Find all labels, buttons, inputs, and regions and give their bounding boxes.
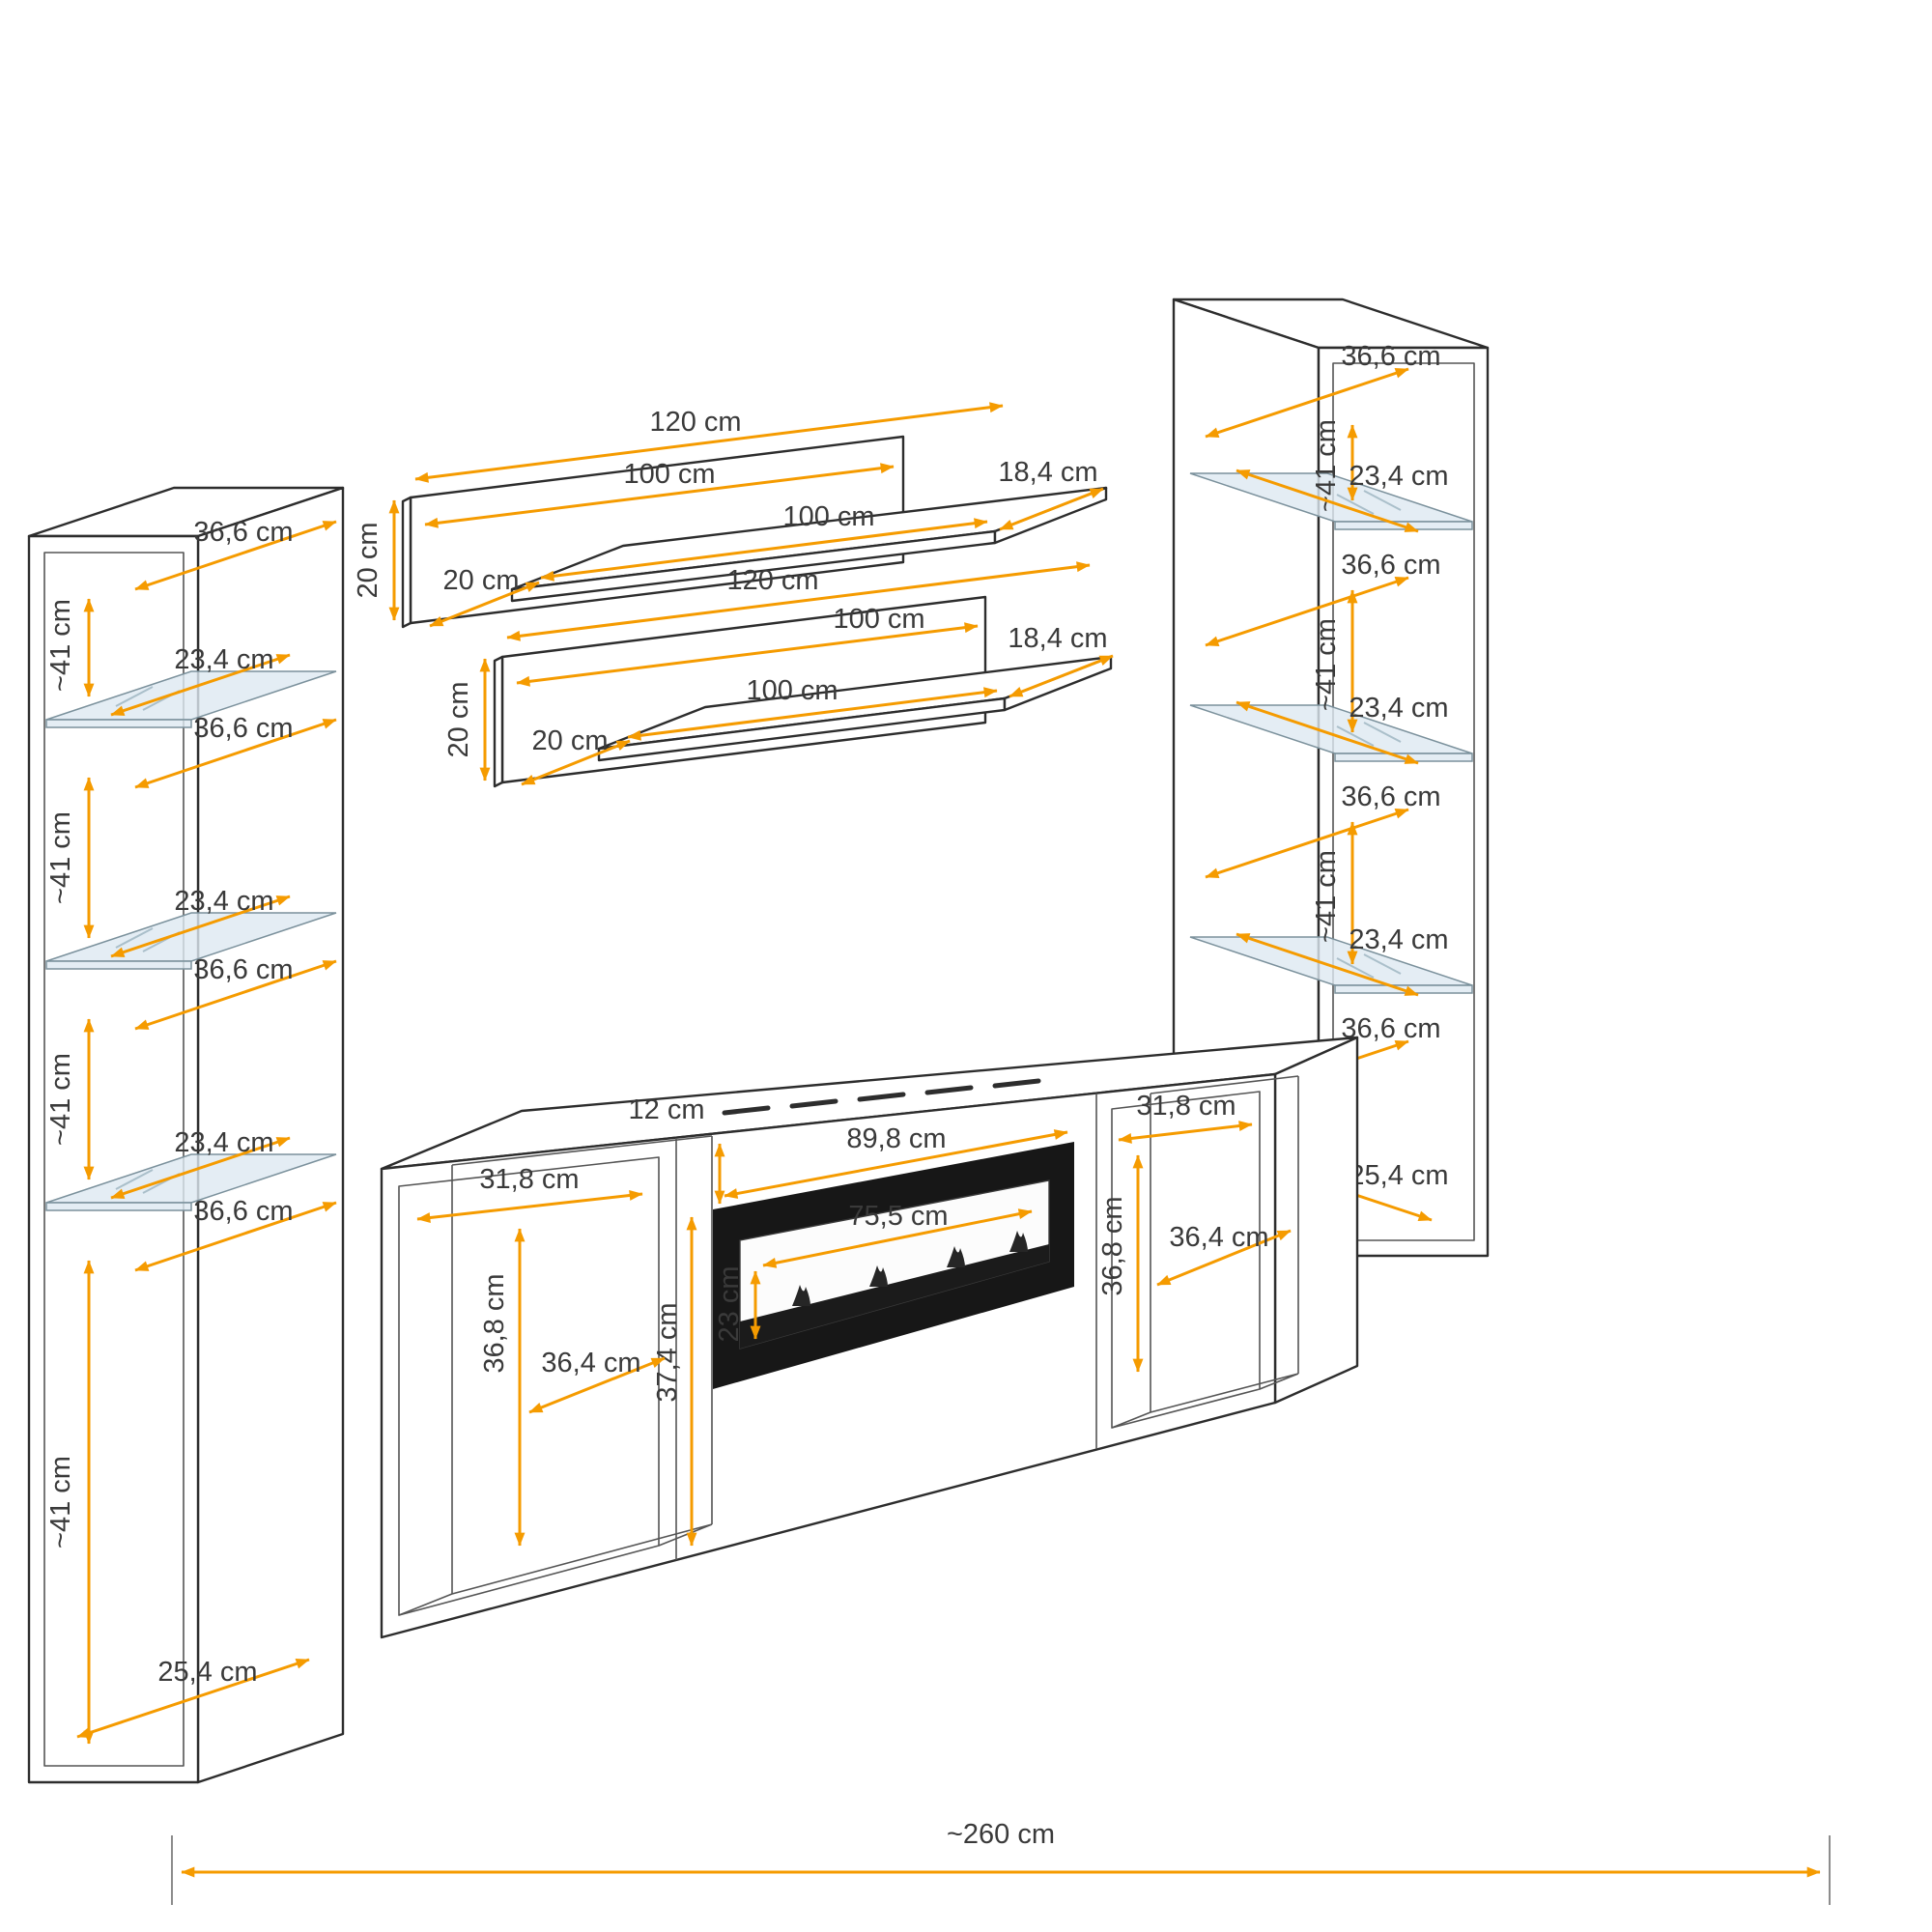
lower-wall-shelf: 120 cm 100 cm 18,4 cm 100 cm 20 cm 20 cm <box>443 561 1114 788</box>
dim-label-shelf-depth-2: 23,4 cm <box>174 886 273 917</box>
dim-arrow-width-1 <box>1205 367 1409 439</box>
flame-icon <box>869 1265 888 1287</box>
glass-shelf-1-edge <box>45 719 192 728</box>
dim-arrow-shelf-depth-1 <box>110 653 291 717</box>
dim-label-width-3: 36,6 cm <box>1341 781 1440 812</box>
shelf-back-panel-edge <box>493 655 504 788</box>
dim-arrow-right-compartment-width <box>1118 1121 1253 1144</box>
dim-label-depth: 20 cm <box>532 725 609 756</box>
dim-label-overall-width: ~260 cm <box>947 1819 1055 1850</box>
dim-label-bottom-depth: 25,4 cm <box>1349 1160 1448 1191</box>
dim-arrow-board-length <box>627 687 998 741</box>
dim-label-width-1: 36,6 cm <box>1341 341 1440 372</box>
dim-arrow-shelf-depth-1 <box>1236 469 1419 533</box>
dim-label-width-2: 36,6 cm <box>1341 550 1440 581</box>
dim-label-width-3: 36,6 cm <box>193 954 293 985</box>
dim-label-width-2: 36,6 cm <box>193 713 293 744</box>
dim-arrow-board-depth <box>999 487 1104 531</box>
glass-shelf-2-edge <box>45 960 192 970</box>
vent-slot <box>992 1078 1041 1089</box>
dim-arrow-firebox-width <box>762 1208 1033 1268</box>
dim-label-shelf-depth-2: 23,4 cm <box>1349 693 1448 724</box>
dim-arrow-width-2 <box>134 718 337 789</box>
dim-label-depth: 20 cm <box>443 565 520 596</box>
dim-label-top-panel-height: 12 cm <box>629 1094 705 1125</box>
dim-label-height: 20 cm <box>443 682 474 758</box>
dim-arrow-shelf-depth-2 <box>1236 700 1419 765</box>
dim-label-width-4: 36,6 cm <box>193 1196 293 1227</box>
dim-label-shelf-depth-3: 23,4 cm <box>174 1127 273 1158</box>
dim-label-board-length: 100 cm <box>782 501 874 532</box>
tv-stand-right-side-face <box>1273 1036 1359 1405</box>
dim-label-total-length: 120 cm <box>649 407 741 438</box>
overall-width-dimension: ~260 cm <box>171 1819 1831 1905</box>
dim-label-width-1: 36,6 cm <box>193 517 293 548</box>
dim-label-front-height: 37,4 cm <box>652 1302 683 1402</box>
right-tall-cabinet: 36,6 cm ~41 cm 23,4 cm 36,6 cm ~41 cm 23… <box>1172 298 1490 1258</box>
dim-arrow-shelf-depth-3 <box>110 1136 291 1200</box>
dim-arrow-panel-length <box>424 463 895 528</box>
dim-label-firebox-height: 23 cm <box>714 1266 745 1343</box>
dim-label-board-length: 100 cm <box>746 675 838 706</box>
vent-slot <box>924 1085 974 1095</box>
vent-slot <box>722 1105 771 1116</box>
left-compartment-depth-lines <box>398 1135 713 1616</box>
upper-wall-shelf: 120 cm 100 cm 18,4 cm 100 cm 20 cm 20 cm <box>353 402 1108 629</box>
dim-label-shelf-depth-1: 23,4 cm <box>1349 461 1448 492</box>
dim-label-height-1: ~41 cm <box>45 599 76 692</box>
dim-label-total-length: 120 cm <box>726 565 818 596</box>
left-tall-cabinet: 36,6 cm ~41 cm 23,4 cm 36,6 cm ~41 cm 23… <box>27 486 345 1784</box>
dim-arrow-depth <box>521 739 631 786</box>
dim-label-right-compartment-depth: 36,4 cm <box>1169 1222 1268 1253</box>
dim-arrow-fireplace-opening-width <box>724 1129 1068 1199</box>
dim-arrow-right-compartment-depth <box>1156 1229 1292 1287</box>
dim-label-panel-length: 100 cm <box>623 459 715 490</box>
vent-slot <box>857 1092 906 1102</box>
glass-shelf-3-edge <box>45 1202 192 1211</box>
right-compartment-depth-lines <box>1111 1075 1299 1429</box>
dim-arrow-shelf-depth-2 <box>110 895 291 958</box>
dim-arrow-left-compartment-depth <box>528 1356 666 1414</box>
dim-label-shelf-depth-3: 23,4 cm <box>1349 924 1448 955</box>
dim-label-height-4: ~41 cm <box>45 1456 76 1548</box>
firebox-fuel-bed <box>740 1244 1049 1349</box>
dim-arrow-panel-length <box>516 622 979 687</box>
dim-label-firebox-width: 75,5 cm <box>848 1201 948 1232</box>
dim-label-left-compartment-depth: 36,4 cm <box>541 1348 640 1378</box>
dim-arrow-width-4 <box>134 1201 337 1272</box>
dim-label-height-3: ~41 cm <box>1311 850 1342 943</box>
dim-arrow-width-3 <box>134 959 337 1031</box>
dim-arrow-left-compartment-width <box>416 1190 643 1223</box>
dim-arrow-shelf-depth-3 <box>1236 932 1419 997</box>
dim-label-left-compartment-width: 31,8 cm <box>479 1164 579 1195</box>
shelf-back-panel-edge <box>401 496 412 629</box>
dim-label-height: 20 cm <box>353 523 384 599</box>
dim-label-panel-length: 100 cm <box>833 604 924 635</box>
dim-label-bottom-depth: 25,4 cm <box>157 1657 257 1688</box>
tv-stand: 12 cm 89,8 cm 75,5 cm 23 cm 37,4 cm 31,8… <box>380 1036 1359 1639</box>
dim-label-height-3: ~41 cm <box>45 1053 76 1146</box>
dim-label-right-compartment-width: 31,8 cm <box>1136 1091 1236 1122</box>
dim-label-height-2: ~41 cm <box>1311 618 1342 711</box>
vent-slot <box>789 1098 838 1109</box>
dim-label-shelf-depth-1: 23,4 cm <box>174 644 273 675</box>
dim-arrow-board-depth <box>1009 654 1114 698</box>
dim-label-left-compartment-height: 36,8 cm <box>479 1273 510 1373</box>
dim-label-board-depth: 18,4 cm <box>998 457 1097 488</box>
dim-label-fireplace-opening-width: 89,8 cm <box>846 1123 946 1154</box>
dim-arrow-width-2 <box>1205 576 1409 647</box>
dim-label-board-depth: 18,4 cm <box>1008 623 1107 654</box>
dim-label-height-2: ~41 cm <box>45 811 76 904</box>
dim-arrow-bottom-depth <box>76 1658 310 1739</box>
flame-icon <box>792 1285 810 1306</box>
dim-arrow-width-3 <box>1205 808 1409 879</box>
dim-label-right-compartment-height: 36,8 cm <box>1097 1196 1128 1295</box>
dim-arrow-width-1 <box>134 520 337 591</box>
